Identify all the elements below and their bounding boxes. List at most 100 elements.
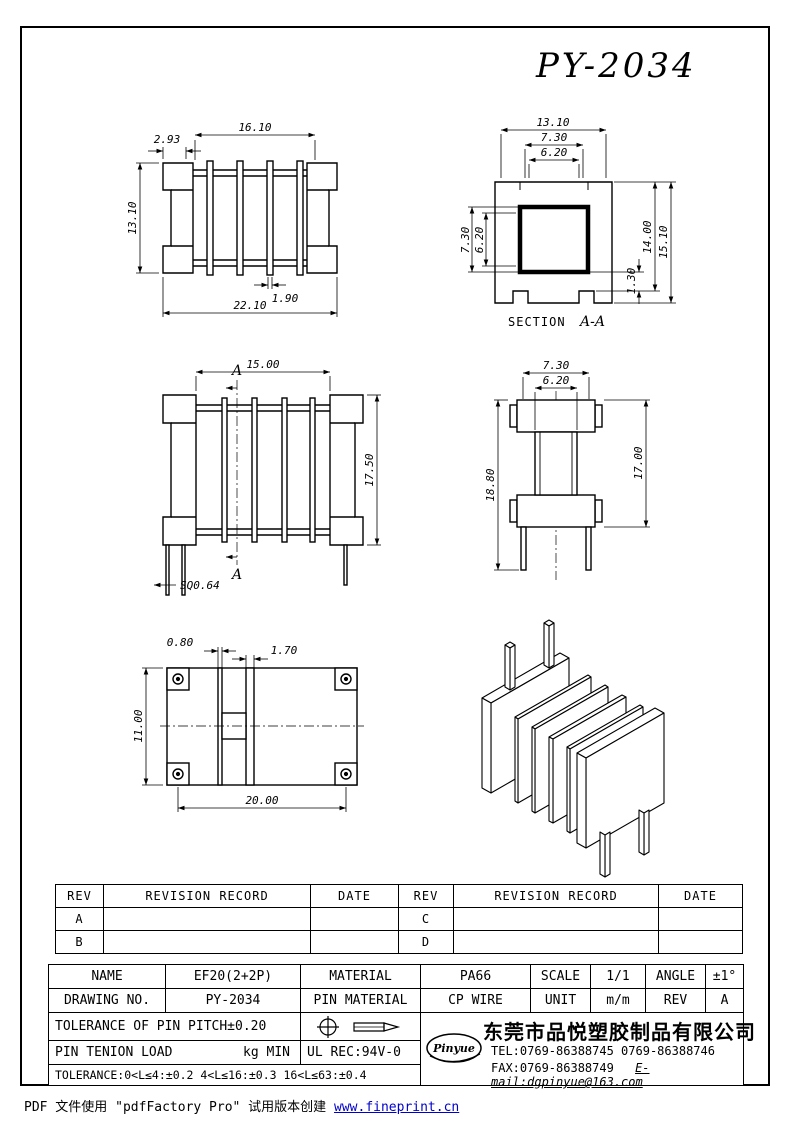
view-side: 15.00 A A 17.50 SQ0.64	[154, 358, 381, 596]
view-section-aa: 13.10 7.30 6.20 7.30 6.20 1.30 14.00 15.…	[459, 116, 676, 330]
rev-value-cell: A	[705, 988, 744, 1013]
dim-label: 15.10	[657, 225, 670, 258]
drawing-no-label: DRAWING NO.	[63, 993, 151, 1008]
pin-tension-cell: PIN TENION LOAD kg MIN	[48, 1040, 301, 1065]
dim-label: 22.10	[233, 299, 266, 312]
pin-tension-label: PIN TENION LOAD	[55, 1045, 173, 1060]
record-header: REVISION RECORD	[453, 884, 659, 908]
isometric-geometry	[481, 619, 665, 878]
name-value-cell: EF20(2+2P)	[165, 964, 301, 989]
dim-label: 7.30	[459, 226, 472, 253]
view-isometric	[481, 619, 665, 878]
pdf-footer-text: PDF 文件使用 "pdfFactory Pro" 试用版本创建	[24, 1100, 335, 1115]
dim-label: 17.50	[363, 453, 376, 486]
company-tel: TEL:0769-86388745 0769-86388746	[491, 1044, 715, 1058]
rev-label-cell: REV	[645, 988, 706, 1013]
scale-label: SCALE	[540, 969, 581, 984]
fineprint-link[interactable]: www.fineprint.cn	[334, 1100, 460, 1115]
ul-rec-cell: UL REC:94V-0	[300, 1040, 421, 1065]
rev-cell: C	[398, 907, 454, 931]
dim-label: 13.10	[126, 201, 139, 234]
material-label: MATERIAL	[329, 969, 392, 984]
rev-value: A	[720, 993, 729, 1008]
dim-label: 6.20	[541, 146, 568, 159]
company-name: 东莞市品悦塑胶制品有限公司	[483, 1020, 756, 1044]
company-logo-text: Pinyue	[432, 1042, 475, 1055]
pin-material-label: PIN MATERIAL	[313, 993, 408, 1008]
dim-label: 13.10	[536, 116, 569, 129]
record-cell	[453, 930, 659, 954]
dim-label: 18.80	[484, 468, 497, 501]
rev-cell: A	[55, 907, 104, 931]
angle-value: ±1°	[712, 969, 737, 984]
rev-cell: B	[55, 930, 104, 954]
dim-label: 7.30	[543, 359, 570, 372]
company-logo: Pinyue	[426, 1033, 482, 1063]
position-tolerance-symbol	[316, 1015, 400, 1038]
drawing-no-value-cell: PY-2034	[165, 988, 301, 1013]
dim-label: 17.00	[632, 446, 645, 479]
view-end: 7.30 6.20 18.80 17.00	[484, 359, 650, 580]
rev-header: REV	[398, 884, 454, 908]
pin-material-label-cell: PIN MATERIAL	[300, 988, 421, 1013]
company-fax-email: FAX:0769-86388749 E-mail:dgpinyue@163.co…	[491, 1061, 743, 1089]
end-geometry	[509, 399, 603, 571]
revision-header-row: REV REVISION RECORD DATE REV REVISION RE…	[55, 884, 743, 908]
pin-size-label: SQ0.64	[180, 579, 220, 592]
material-value: PA66	[459, 969, 492, 984]
end-dimension-lines	[494, 370, 650, 571]
dim-label: 0.80	[167, 636, 194, 649]
company-fax: FAX:0769-86388749	[491, 1061, 614, 1075]
date-header: DATE	[310, 884, 399, 908]
view-front: 16.10 2.93 13.10 1.90 22.10	[126, 121, 338, 317]
tolerance-general: TOLERANCE:0<L≤4:±0.2 4<L≤16:±0.3 16<L≤63…	[55, 1068, 367, 1082]
name-label-cell: NAME	[48, 964, 166, 989]
tolerance-pin-pitch-cell: TOLERANCE OF PIN PITCH±0.20	[48, 1012, 301, 1041]
front-dimension-lines	[136, 132, 338, 317]
dim-label: 16.10	[238, 121, 271, 134]
dim-label: 6.20	[543, 374, 570, 387]
tolerance-general-cell: TOLERANCE:0<L≤4:±0.2 4<L≤16:±0.3 16<L≤63…	[48, 1064, 421, 1086]
view-bottom: 0.80 1.70 11.00 20.00	[132, 636, 364, 812]
rev-header: REV	[55, 884, 104, 908]
unit-label: UNIT	[544, 993, 577, 1008]
side-geometry	[162, 394, 364, 596]
date-cell	[310, 907, 399, 931]
record-cell	[103, 907, 311, 931]
section-dimension-lines	[468, 127, 676, 304]
dim-label: 14.00	[641, 220, 654, 253]
section-arrow-label-top: A	[230, 363, 242, 379]
title-block: NAME EF20(2+2P) MATERIAL PA66 SCALE 1/1 …	[48, 964, 755, 1089]
unit-value-cell: m/m	[590, 988, 646, 1013]
scale-value: 1/1	[606, 969, 630, 984]
revision-row: A C	[55, 907, 743, 931]
bottom-geometry	[166, 667, 358, 786]
date-cell	[310, 930, 399, 954]
date-cell	[658, 930, 743, 954]
angle-label-cell: ANGLE	[645, 964, 706, 989]
section-label: SECTION	[508, 315, 566, 329]
record-cell	[453, 907, 659, 931]
front-geometry	[162, 160, 338, 276]
pin-tension-unit: kg MIN	[243, 1045, 290, 1060]
record-header: REVISION RECORD	[103, 884, 311, 908]
pin-material-value: CP WIRE	[448, 993, 503, 1008]
angle-value-cell: ±1°	[705, 964, 744, 989]
date-header: DATE	[658, 884, 743, 908]
dim-label: 1.90	[272, 292, 299, 305]
drawing-no-label-cell: DRAWING NO.	[48, 988, 166, 1013]
company-email: E-mail:dgpinyue@163.com	[491, 1061, 650, 1089]
name-label: NAME	[91, 969, 123, 984]
angle-label: ANGLE	[655, 969, 696, 984]
dim-label: 11.00	[132, 709, 145, 742]
drawing-title: PY-2034	[536, 46, 697, 86]
section-arrow-label-bottom: A	[230, 567, 242, 583]
pin-pitch-symbol-cell	[300, 1012, 421, 1041]
pin-material-value-cell: CP WIRE	[420, 988, 531, 1013]
dim-label: 2.93	[154, 133, 181, 146]
dim-label: 20.00	[245, 794, 278, 807]
tolerance-pin-pitch: TOLERANCE OF PIN PITCH±0.20	[55, 1019, 267, 1034]
side-dimension-lines	[154, 369, 381, 588]
section-aa-label: A-A	[578, 314, 605, 330]
dim-label: 1.30	[625, 267, 638, 294]
